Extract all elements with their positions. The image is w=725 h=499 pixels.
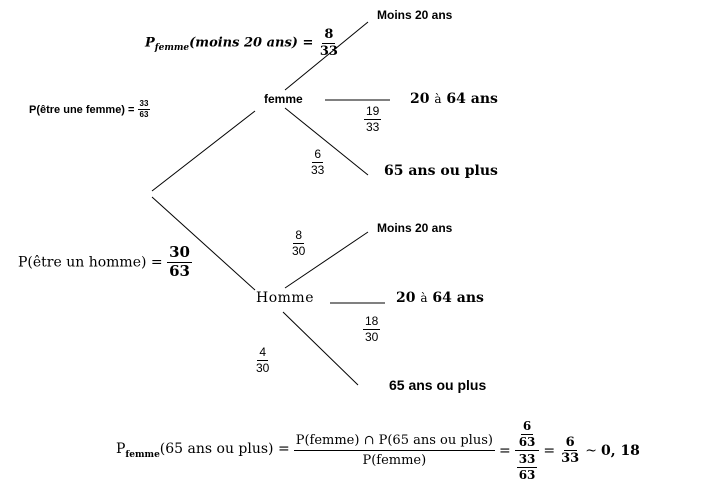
branch-root-homme xyxy=(151,196,256,291)
leaf-femme-moins20: Moins 20 ans xyxy=(377,8,453,22)
leaf-homme-65plus: 65 ans ou plus xyxy=(389,377,487,393)
cond-arg: (moins 20 ans) = xyxy=(189,35,314,51)
cond-sub: femme xyxy=(154,43,190,54)
leaf-femme-65plus: 65 ans ou plus xyxy=(384,163,498,179)
branch-femme-moins20 xyxy=(284,21,369,91)
formula-fraction-main: P(femme) ∩ P(65 ans ou plus)P(femme) xyxy=(293,432,495,469)
leaf-femme-20-64: 20 à 64 ans xyxy=(410,91,498,107)
formula-approx-value: 0, 18 xyxy=(600,442,640,459)
formula-approx: ~ xyxy=(585,442,597,459)
branch-femme-65plus xyxy=(284,107,369,176)
formula-lhs: Pfemme(65 ans ou plus) = xyxy=(116,441,290,461)
node-homme: Homme xyxy=(256,290,314,306)
cond-p: P xyxy=(145,35,155,51)
branch-homme-moins20 xyxy=(284,231,369,289)
prob-homme-label: P(être un homme) = xyxy=(18,254,163,271)
leaf-homme-moins20: Moins 20 ans xyxy=(377,221,453,235)
bayes-formula: Pfemme(65 ans ou plus) = P(femme) ∩ P(65… xyxy=(116,420,640,481)
formula-equals-2: = xyxy=(543,442,556,459)
branch-root-femme xyxy=(151,110,256,192)
formula-equals-1: = xyxy=(498,442,511,459)
node-femme: femme xyxy=(264,92,303,106)
branch-homme-65plus xyxy=(282,311,359,386)
leaf-homme-20-64: 20 à 64 ans xyxy=(396,290,484,306)
prob-femme-label: P(être une femme) = xyxy=(29,103,135,116)
